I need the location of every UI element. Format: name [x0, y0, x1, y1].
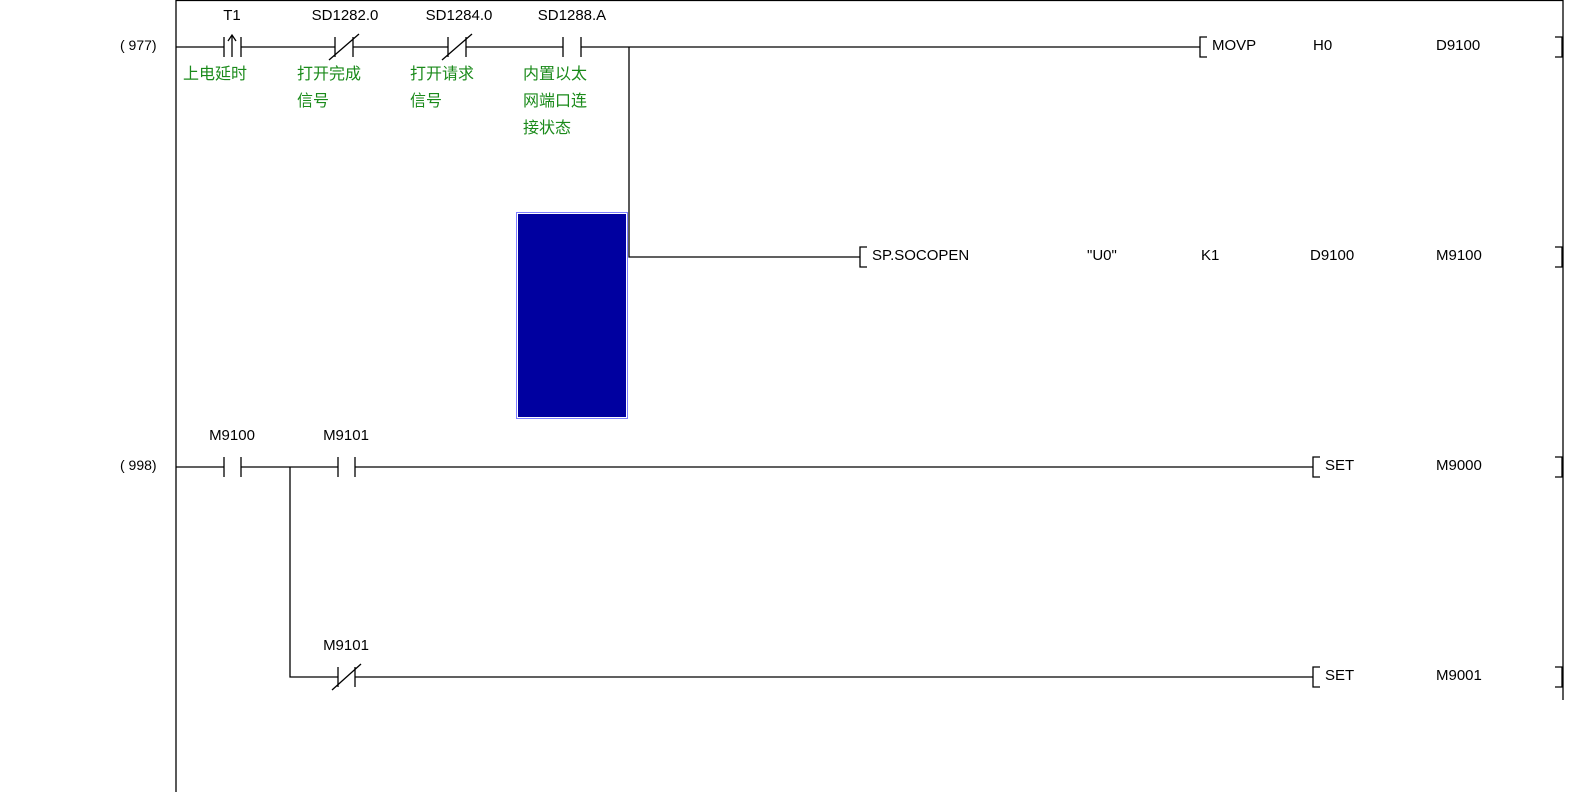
contact-t1-rising: [223, 33, 242, 57]
contact-m9100-no: [223, 457, 242, 477]
device-label: SD1284.0: [425, 7, 493, 24]
contact-m9101-nc: [331, 663, 362, 691]
instruction-arg: M9100: [1436, 247, 1482, 264]
device-label: M9100: [209, 427, 255, 444]
instruction-op: SET: [1325, 457, 1355, 474]
device-label: T1: [223, 7, 241, 24]
device-comment: 打开完成 信号: [297, 66, 362, 110]
cursor-selection[interactable]: [516, 212, 628, 419]
socopen-brackets: [859, 246, 1563, 268]
device-label: M9101: [323, 427, 369, 444]
contact-m9101-no: [337, 457, 356, 477]
instruction-arg: D9100: [1436, 37, 1481, 54]
instruction-op: SET: [1325, 667, 1355, 684]
instruction-arg: K1: [1201, 247, 1220, 264]
instruction-arg: D9100: [1310, 247, 1355, 264]
device-comment: 打开请求 信号: [410, 66, 475, 110]
instruction-arg: M9000: [1436, 457, 1482, 474]
movp-brackets: [1199, 36, 1563, 58]
device-comment: 上电延时: [183, 66, 248, 83]
instruction-op: SP.SOCOPEN: [872, 247, 970, 264]
instruction-op: MOVP: [1212, 37, 1257, 54]
device-label: SD1288.A: [537, 7, 607, 24]
step-number: ( 977): [120, 37, 157, 53]
device-comment: 内置以太 网端口连 接状态: [523, 66, 588, 137]
instruction-arg: M9001: [1436, 667, 1482, 684]
device-label: M9101: [323, 637, 369, 654]
contact-sd1284-nc: [441, 33, 473, 61]
instruction-arg: H0: [1313, 37, 1333, 54]
step-number: ( 998): [120, 457, 157, 473]
device-label: SD1282.0: [311, 7, 379, 24]
contact-sd1288-no: [562, 37, 582, 57]
contact-sd1282-nc: [328, 33, 360, 61]
instruction-arg: "U0": [1087, 247, 1117, 264]
